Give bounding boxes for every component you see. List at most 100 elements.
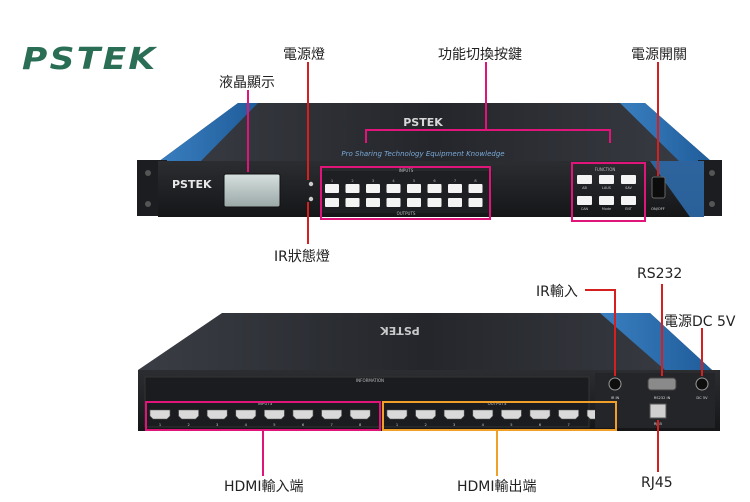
input-select-key[interactable] <box>407 184 421 193</box>
hdmi-port[interactable] <box>149 409 171 420</box>
hdmi-port[interactable] <box>178 409 199 420</box>
callout-dc-power: 電源DC 5V <box>664 314 736 330</box>
hdmi-port-number: 7 <box>567 423 569 427</box>
input-select-key[interactable] <box>468 184 483 193</box>
input-select-key[interactable] <box>427 184 442 193</box>
hdmi-port[interactable] <box>206 409 228 420</box>
hdmi-port[interactable] <box>501 409 522 420</box>
rack-screw <box>145 170 151 176</box>
function-key[interactable] <box>599 196 614 205</box>
highlight-function-keys <box>571 162 646 222</box>
hdmi-port[interactable] <box>558 409 579 420</box>
hdmi-port[interactable] <box>386 409 408 420</box>
rs232-port-label: RS232 IN <box>654 396 671 400</box>
brand-logo: PSTEK <box>22 42 158 77</box>
dc-power-port[interactable] <box>695 377 709 391</box>
back-right-stripe <box>600 313 712 370</box>
output-select-key[interactable] <box>468 198 483 207</box>
input-select-key[interactable] <box>325 184 339 193</box>
input-key-number: 5 <box>413 179 415 183</box>
output-select-key[interactable] <box>366 198 380 207</box>
hdmi-port[interactable] <box>264 409 285 420</box>
function-key[interactable] <box>599 175 614 184</box>
front-left-stripe <box>158 103 258 162</box>
hdmi-port[interactable] <box>415 409 436 420</box>
hdmi-port-number: 7 <box>330 423 332 427</box>
power-switch-label: ON/OFF <box>651 207 665 211</box>
function-key[interactable] <box>577 175 592 184</box>
front-top-brand: PSTEK <box>403 116 443 129</box>
function-key[interactable] <box>621 196 636 205</box>
function-key-label: ENT <box>625 207 633 211</box>
input-key-number: 4 <box>392 179 395 183</box>
hdmi-port-number: 4 <box>482 423 485 427</box>
highlight-hdmi-out <box>382 401 617 431</box>
hdmi-port[interactable] <box>349 409 371 420</box>
rack-screw <box>709 201 715 207</box>
hdmi-port[interactable] <box>472 409 494 420</box>
ir-led <box>308 196 314 202</box>
hdmi-port[interactable] <box>292 409 314 420</box>
hdmi-port[interactable] <box>529 409 551 420</box>
input-key-number: 1 <box>331 179 333 183</box>
input-select-key[interactable] <box>366 184 380 193</box>
hdmi-port-number: 2 <box>187 423 189 427</box>
hdmi-port-number: 5 <box>510 423 512 427</box>
highlight-input-keys <box>320 166 491 220</box>
callout-power-led: 電源燈 <box>283 47 325 63</box>
input-key-number: 6 <box>433 179 436 183</box>
ir-port-label: IR IN <box>611 396 620 400</box>
callout-lcd: 液晶顯示 <box>219 75 275 91</box>
function-key[interactable] <box>621 175 636 184</box>
output-select-key[interactable] <box>427 198 442 207</box>
callout-rs232: RS232 <box>637 266 683 282</box>
rack-screw <box>709 170 715 176</box>
hdmi-port[interactable] <box>235 409 257 420</box>
ir-input-port[interactable] <box>608 377 622 391</box>
hdmi-port[interactable] <box>443 409 465 420</box>
hdmi-ports: 1234567812345678 <box>149 409 608 427</box>
input-key-number: 7 <box>454 179 456 183</box>
output-select-key[interactable] <box>325 198 339 207</box>
rs232-port[interactable] <box>647 377 677 391</box>
output-select-key[interactable] <box>386 198 401 207</box>
callout-ir-led: IR狀態燈 <box>274 249 330 265</box>
output-select-key[interactable] <box>448 198 462 207</box>
input-key-number: 8 <box>474 179 477 183</box>
dc-port-label: DC 5V <box>696 396 708 400</box>
power-switch[interactable] <box>651 176 666 199</box>
rj45-port[interactable] <box>649 403 667 419</box>
front-panel-brand: PSTEK <box>172 178 212 191</box>
power-led <box>308 181 314 187</box>
output-select-key[interactable] <box>345 198 360 207</box>
function-key-label: AB <box>582 186 587 190</box>
lcd-display <box>223 173 281 208</box>
callout-ir-input-line <box>585 289 616 376</box>
input-key-number: 3 <box>372 179 374 183</box>
hdmi-port-number: 1 <box>159 423 161 427</box>
function-key[interactable] <box>577 196 592 205</box>
input-select-key[interactable] <box>448 184 462 193</box>
callout-rj45: RJ45 <box>641 475 673 491</box>
front-outputs-header: OUTPUTS <box>397 211 416 216</box>
output-select-key[interactable] <box>407 198 421 207</box>
callout-hdmi-in: HDMI輸入端 <box>224 479 304 495</box>
input-select-key[interactable] <box>345 184 360 193</box>
function-key-label: Mode <box>602 207 611 211</box>
callout-lines <box>145 62 703 476</box>
hdmi-port[interactable] <box>321 409 342 420</box>
front-panel-accent <box>650 161 704 217</box>
function-key-label: SAV <box>625 186 632 190</box>
back-information-label: INFORMATION <box>356 378 384 383</box>
back-inputs-header: INPUTS <box>258 401 273 406</box>
hdmi-port-number: 3 <box>216 423 218 427</box>
input-select-key[interactable] <box>386 184 401 193</box>
function-key-label: LAUS <box>602 186 611 190</box>
front-inputs-header: INPUTS <box>399 168 414 173</box>
callout-hdmi-out: HDMI輸出端 <box>457 479 537 495</box>
hdmi-port-number: 5 <box>273 423 275 427</box>
